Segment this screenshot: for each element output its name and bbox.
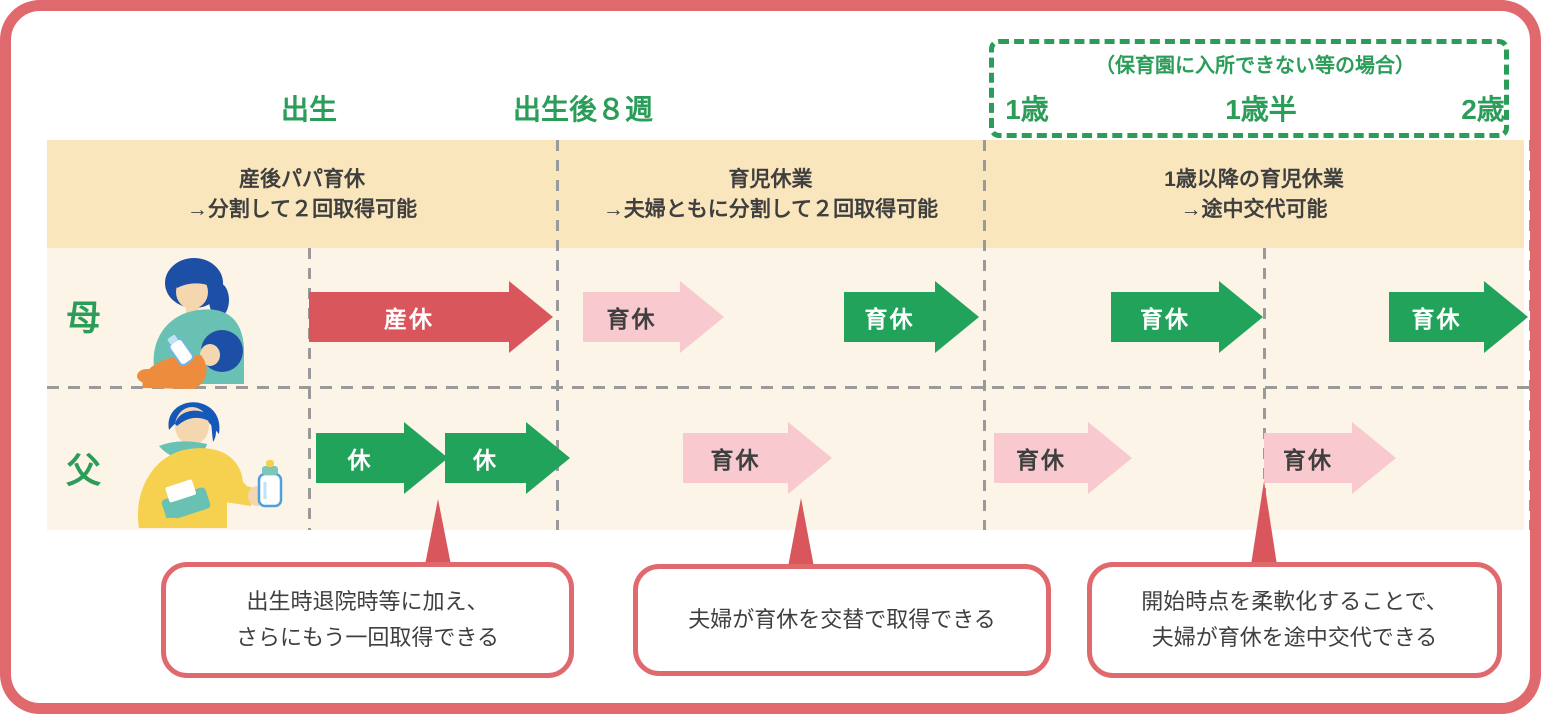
arrow-label: 育休 xyxy=(683,433,788,483)
row-label-father: 父 xyxy=(66,452,102,491)
divider-mother-father xyxy=(47,386,1530,389)
arrow-mother-childcare-leave-1: 育休 xyxy=(583,281,724,353)
mother-illustration xyxy=(137,258,244,389)
arrow-label: 育休 xyxy=(844,292,935,342)
callout-line: 夫婦が育休を途中交代できる xyxy=(1151,625,1438,650)
phase-childcare-leave-after-age1: 1歳以降の育児休業 →途中交代可能 xyxy=(984,140,1524,248)
arrow-tip xyxy=(1088,422,1132,494)
arrow-father-childcare-leave-3: 育休 xyxy=(1264,422,1396,494)
arrow-mother-childcare-leave-2: 育休 xyxy=(844,281,979,353)
arrow-tip xyxy=(788,422,832,494)
arrow-label: 休 xyxy=(445,433,526,483)
arrow-tip xyxy=(526,422,570,494)
nursery-condition-box xyxy=(989,39,1509,138)
phase-title: 1歳以降の育児休業 xyxy=(1164,167,1344,191)
father-illustration xyxy=(137,402,283,528)
divider-age1 xyxy=(983,140,986,530)
arrow-tip xyxy=(1484,281,1528,353)
arrow-tip xyxy=(404,422,448,494)
nursery-condition-note: （保育園に入所できない等の場合） xyxy=(1095,55,1415,77)
arrow-label: 育休 xyxy=(1264,433,1352,483)
arrow-label: 育休 xyxy=(583,292,680,342)
phase-childcare-leave: 育児休業 →夫婦ともに分割して２回取得可能 xyxy=(557,140,984,248)
arrow-tip xyxy=(680,281,724,353)
divider-8weeks xyxy=(556,140,559,530)
arrow-mother-childcare-leave-3: 育休 xyxy=(1111,281,1263,353)
arrow-label: 育休 xyxy=(1389,292,1484,342)
callout-pointer-2 xyxy=(788,498,814,567)
arrow-father-papa-leave-1: 休 xyxy=(316,422,448,494)
callout-pointer-3 xyxy=(1251,481,1277,565)
callout-flexible-start: 開始時点を柔軟化することで、 夫婦が育休を途中交代できる xyxy=(1087,562,1502,678)
arrow-mother-childcare-leave-4: 育休 xyxy=(1389,281,1528,353)
arrow-father-papa-leave-2: 休 xyxy=(445,422,570,494)
arrow-label: 育休 xyxy=(1111,292,1219,342)
phase-subtitle: →途中交代可能 xyxy=(1180,197,1328,221)
arrow-father-childcare-leave-2: 育休 xyxy=(994,422,1132,494)
timeline-rows-background xyxy=(47,248,1524,530)
milestone-birth: 出生 xyxy=(280,94,338,125)
row-label-mother: 母 xyxy=(66,299,102,338)
phase-subtitle: →分割して２回取得可能 xyxy=(186,197,418,221)
callout-line: 出生時退院時等に加え、 xyxy=(246,589,489,614)
phase-subtitle: →夫婦ともに分割して２回取得可能 xyxy=(602,197,939,221)
milestone-age-2: 2歳 xyxy=(1461,94,1505,125)
callout-extra-acquisition: 出生時退院時等に加え、 さらにもう一回取得できる xyxy=(161,562,574,678)
phase-header-band: 産後パパ育休 →分割して２回取得可能 育児休業 →夫婦ともに分割して２回取得可能… xyxy=(47,140,1524,248)
phase-title: 産後パパ育休 xyxy=(239,167,365,191)
arrow-tip xyxy=(935,281,979,353)
arrow-tip xyxy=(509,281,553,353)
callout-line: さらにもう一回取得できる xyxy=(236,625,499,650)
milestone-age-1: 1歳 xyxy=(1005,94,1049,125)
milestone-age-1half: 1歳半 xyxy=(1225,94,1297,125)
phase-postnatal-papa-leave: 産後パパ育休 →分割して２回取得可能 xyxy=(47,140,557,248)
milestone-8weeks-after-birth: 出生後８週 xyxy=(512,94,654,125)
arrow-father-childcare-leave-1: 育休 xyxy=(683,422,832,494)
divider-age2 xyxy=(1529,140,1530,530)
arrow-maternity-leave: 産休 xyxy=(309,281,553,353)
callout-alternate-leave: 夫婦が育休を交替で取得できる xyxy=(633,564,1051,676)
arrow-label: 休 xyxy=(316,433,404,483)
callout-pointer-1 xyxy=(425,499,451,565)
arrow-tip xyxy=(1352,422,1396,494)
phase-title: 育児休業 xyxy=(728,167,813,191)
arrow-label: 育休 xyxy=(994,433,1088,483)
callout-line: 夫婦が育休を交替で取得できる xyxy=(688,607,996,632)
arrow-tip xyxy=(1219,281,1263,353)
divider-birth xyxy=(308,248,311,530)
callout-line: 開始時点を柔軟化することで、 xyxy=(1141,589,1448,614)
baby-bottle-icon xyxy=(257,460,283,508)
divider-age1half xyxy=(1263,248,1266,530)
arrow-label: 産休 xyxy=(309,292,509,342)
